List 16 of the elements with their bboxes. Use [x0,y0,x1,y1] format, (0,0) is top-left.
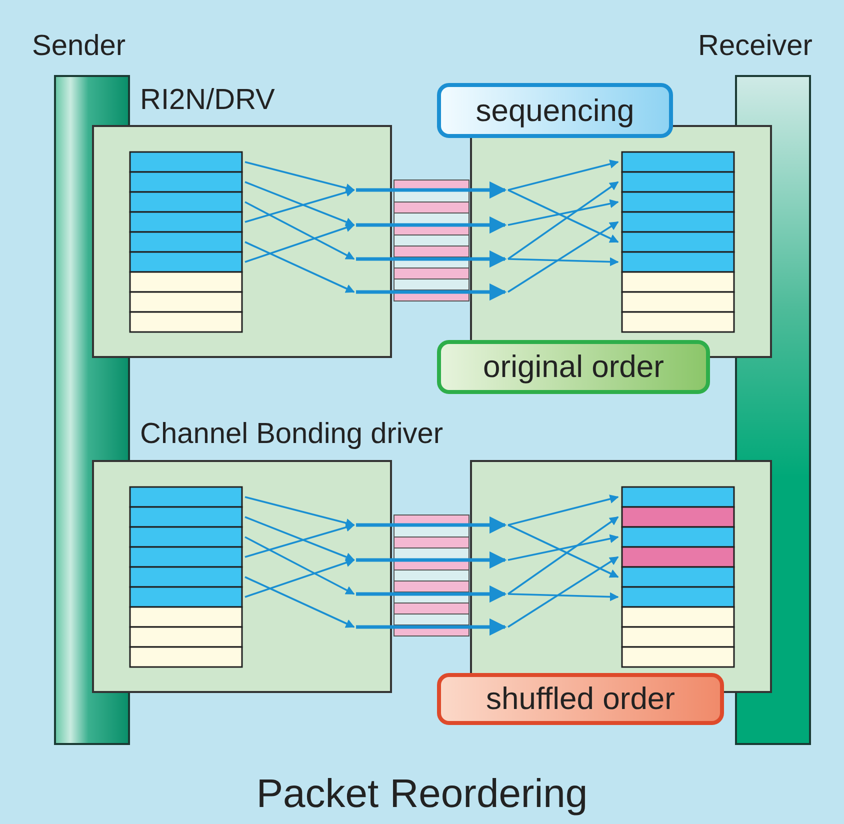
arrow [356,283,507,301]
arrow [356,516,507,534]
arrow [356,585,507,603]
column-heading: Receiver [698,30,812,63]
column-heading: Sender [32,30,126,63]
arrow [356,216,507,234]
diagram-title: Packet Reordering [255,772,589,817]
callout-label: shuffled order [437,673,724,725]
section-heading: RI2N/DRV [140,84,275,117]
arrow [356,551,507,569]
callout-label: sequencing [437,83,673,138]
callout-label: original order [437,340,710,394]
arrow [356,181,507,199]
arrow [356,618,507,636]
arrow [356,250,507,268]
section-heading: Channel Bonding driver [140,418,444,451]
